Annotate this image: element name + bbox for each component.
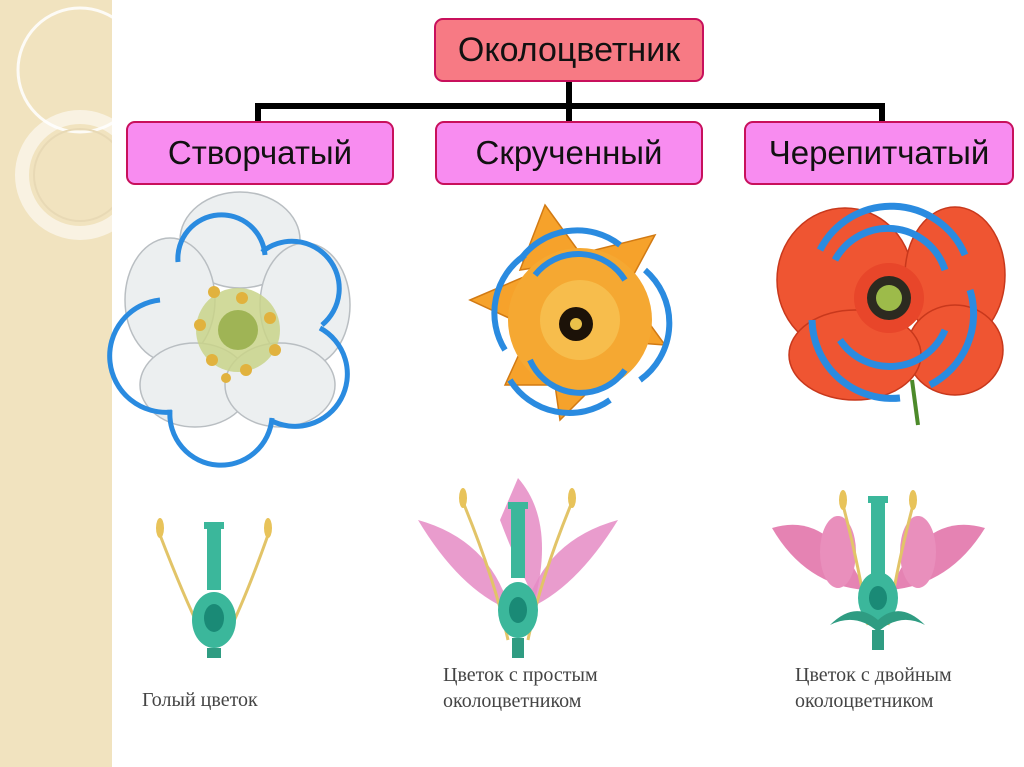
caption-naked-flower: Голый цветок bbox=[142, 688, 258, 713]
red-poppy-image bbox=[777, 206, 1005, 425]
double-perianth-diagram bbox=[772, 490, 985, 650]
category-imbricate: Черепитчатый bbox=[744, 121, 1014, 185]
caption-double-perianth-line1: Цветок с двойным bbox=[795, 663, 952, 688]
caption-simple-perianth-line2: околоцветником bbox=[443, 689, 581, 714]
caption-double-perianth-line2: околоцветником bbox=[795, 689, 933, 714]
white-flower-image bbox=[110, 192, 350, 465]
caption-simple-perianth-line1: Цветок с простым bbox=[443, 663, 598, 688]
naked-flower-diagram bbox=[156, 518, 272, 658]
category-valvate: Створчатый bbox=[126, 121, 394, 185]
tree-connectors bbox=[258, 82, 882, 121]
simple-perianth-diagram bbox=[418, 478, 618, 658]
orange-flower-image bbox=[470, 205, 669, 420]
root-node-perianth: Околоцветник bbox=[434, 18, 704, 82]
category-contorted: Скрученный bbox=[435, 121, 703, 185]
